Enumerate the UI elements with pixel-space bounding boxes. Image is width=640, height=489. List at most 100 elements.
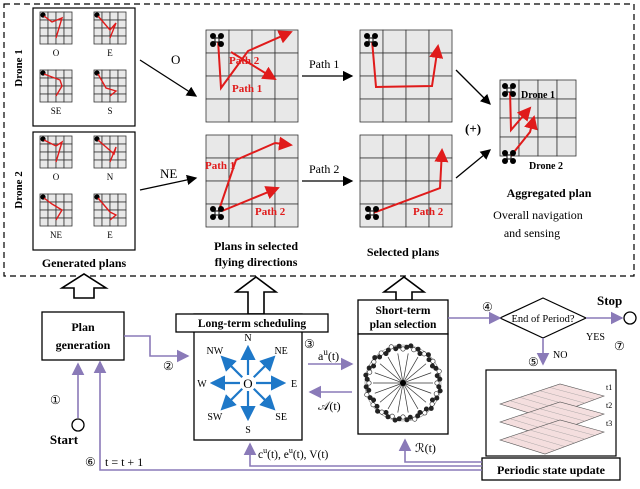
dashed-frame: [3, 3, 635, 277]
plan-gen-2: generation: [56, 338, 111, 352]
feedback-c-e-v: [243, 442, 482, 467]
compass-arrow-ne: [252, 355, 276, 379]
caption-selected-dir-2: flying directions: [215, 255, 298, 269]
yes-label: YES: [586, 332, 605, 343]
route-top-2: [230, 51, 277, 81]
step-3: ③: [304, 337, 315, 351]
step-7: ⑦: [614, 339, 625, 353]
plan-generation-box: [41, 311, 125, 361]
agg-sub2: and sensing: [504, 226, 560, 240]
feedback-R: [398, 438, 482, 463]
start-label: Start: [50, 432, 79, 447]
sig-a-u: au(t): [318, 347, 339, 363]
path2-label: Path 2: [309, 162, 339, 176]
plus-label: (+): [465, 121, 481, 136]
long-term-title-box: [175, 313, 329, 333]
compass-label-e: E: [291, 379, 297, 390]
compass-arrow-sw: [220, 387, 244, 411]
grid-selected-1: [359, 29, 453, 123]
step-6: ⑥: [85, 455, 96, 469]
top-grid-path2: Path 2: [229, 55, 260, 67]
route-agg-2: [509, 115, 538, 158]
route-bot-1: [217, 136, 293, 214]
layer-label-1: t2: [606, 401, 612, 410]
drone2-label: Drone 2: [13, 171, 25, 209]
caption-selected: Selected plans: [367, 245, 440, 259]
no-label: NO: [553, 350, 567, 361]
sig-A-t: 𝒜(t): [318, 399, 341, 413]
feedback-t-update: [93, 360, 482, 471]
bottom-grid-path2: Path 2: [255, 206, 286, 218]
compass-label-nw: NW: [207, 346, 224, 357]
agg-sub1: Overall navigation: [493, 208, 583, 222]
compass-center: O: [243, 376, 252, 391]
route-sel-1: [371, 39, 444, 89]
direction-o: O: [171, 52, 180, 67]
caption-generated: Generated plans: [42, 256, 127, 270]
thumb-label-3: S: [107, 106, 112, 116]
thumb-label-4: O: [53, 172, 60, 182]
compass-label-w: W: [197, 379, 207, 390]
arrow-agg-2: [455, 149, 492, 179]
end-period-text: End of Period?: [512, 314, 575, 325]
generated-thumbnails: O E SE S O N NE E: [39, 11, 127, 240]
route-top-1: [217, 30, 293, 91]
step-1: ①: [50, 393, 61, 407]
step-5: ⑤: [528, 355, 539, 369]
compass-label-n: N: [244, 333, 251, 344]
layer-label-0: t1: [606, 383, 612, 392]
thumb-label-0: O: [53, 48, 60, 58]
arrow-agg-1: [455, 69, 491, 105]
periodic-box: [481, 457, 621, 481]
compass: N NE E SE S SW W NW O: [197, 333, 297, 436]
sig-t-update: t = t + 1: [105, 455, 143, 469]
compass-label-s: S: [245, 425, 251, 436]
thumb-grid-2: [39, 69, 73, 103]
path1-label: Path 1: [309, 57, 339, 71]
drone1-label: Drone 1: [13, 49, 25, 86]
route-sel-2: [372, 148, 449, 214]
compass-arrow-se: [252, 387, 276, 411]
grid-selected-2: [359, 134, 453, 228]
stop-label: Stop: [597, 293, 622, 308]
thumb-label-1: E: [107, 48, 113, 58]
plan-grids: [205, 29, 577, 228]
hollow-arrows: [59, 273, 427, 315]
compass-label-sw: SW: [207, 412, 223, 423]
long-term-title: Long-term scheduling: [198, 318, 307, 330]
periodic-label: Periodic state update: [497, 463, 606, 477]
layer-label-2: t3: [606, 419, 612, 428]
arrow-o: [139, 59, 198, 97]
step-4: ④: [482, 300, 493, 314]
thumb-label-5: N: [107, 172, 114, 182]
sig-c-e-v: cu(t), eu(t), V(t): [258, 446, 329, 461]
compass-label-ne: NE: [274, 346, 287, 357]
thumb-label-6: NE: [50, 230, 62, 240]
plan-gen-1: Plan: [71, 320, 95, 334]
short-term-1: Short-term: [376, 305, 431, 317]
route-agg-1: [509, 89, 532, 133]
stop-circle: [623, 311, 637, 325]
agg-title: Aggregated plan: [507, 186, 592, 200]
thumb-grid-5: [93, 135, 127, 169]
bottom-grid-path1: Path 1: [205, 160, 235, 172]
direction-ne: NE: [160, 166, 177, 181]
step-2: ②: [163, 359, 174, 373]
short-term-2: plan selection: [370, 319, 437, 331]
arrow-to-longterm: [124, 335, 190, 363]
selected-path2: Path 2: [413, 206, 444, 218]
agg-drone1: Drone 1: [521, 90, 555, 101]
compass-label-se: SE: [275, 412, 287, 423]
tree-search-graphic: [363, 343, 443, 423]
route-bot-2: [221, 186, 280, 212]
start-circle: [71, 418, 85, 432]
thumb-label-7: E: [107, 230, 113, 240]
map-layers: t1 t2 t3: [499, 383, 612, 455]
thumb-grid-4: [39, 135, 73, 169]
caption-selected-dir-1: Plans in selected: [214, 239, 298, 253]
compass-arrow-nw: [220, 355, 244, 379]
thumb-grid-0: [39, 11, 73, 45]
thumb-label-2: SE: [51, 106, 62, 116]
arrow-ne: [139, 174, 198, 191]
